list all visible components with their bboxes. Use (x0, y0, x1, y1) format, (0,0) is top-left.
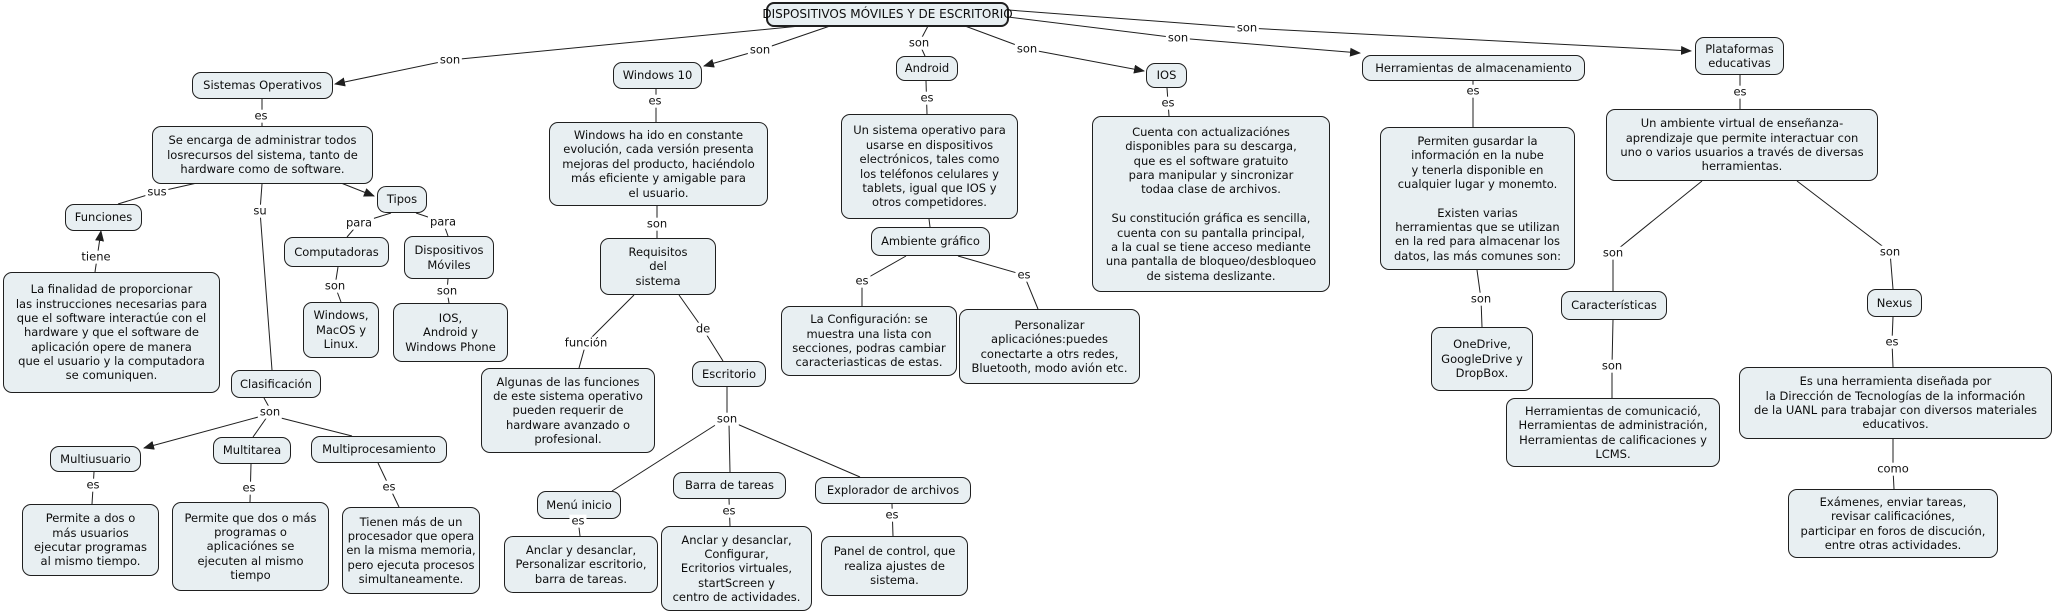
edge-label-son[interactable]: son (644, 216, 670, 231)
edge-label-son[interactable]: son (434, 283, 460, 298)
node-ambiente-grafico[interactable]: Ambiente gráfico (871, 227, 990, 256)
node-nexus[interactable]: Nexus (1867, 289, 1922, 317)
edge-label-es[interactable]: es (646, 93, 664, 108)
edge-label-es[interactable]: es (1883, 334, 1901, 349)
edge-label-es[interactable]: es (1015, 267, 1033, 282)
node-ios-desc[interactable]: Cuenta con actualizaciónes disponibles p… (1092, 116, 1330, 292)
edge-label-es[interactable]: es (918, 90, 936, 105)
node-explorador-de-archivos[interactable]: Explorador de archivos (815, 477, 971, 504)
edge-line (276, 416, 353, 437)
node-windows-10-desc[interactable]: Windows ha ido en constante evolución, c… (549, 122, 768, 206)
edge-label-para[interactable]: para (343, 215, 375, 230)
edge-label-son[interactable]: son (1599, 358, 1625, 373)
node-ios[interactable]: IOS (1146, 63, 1187, 88)
node-caracteristicas-desc[interactable]: Herramientas de comunicació, Herramienta… (1506, 398, 1720, 467)
node-plataformas-educativas[interactable]: Plataformas educativas (1695, 37, 1784, 75)
node-barra-de-tareas[interactable]: Barra de tareas (673, 472, 786, 499)
node-sistemas-operativos[interactable]: Sistemas Operativos (192, 72, 333, 99)
edge-label-es[interactable]: es (1159, 95, 1177, 110)
node-dispositivos-moviles[interactable]: Dispositivos Móviles (404, 236, 494, 279)
edge-label-son[interactable]: son (747, 42, 773, 57)
node-barra-de-tareas-desc[interactable]: Anclar y desanclar, Configurar, Ecritori… (661, 526, 812, 611)
edge-label-es[interactable]: es (853, 273, 871, 288)
edge-line (263, 397, 270, 408)
node-dispositivos-moviles-son[interactable]: IOS, Android y Windows Phone (393, 303, 508, 362)
edge-line (578, 294, 635, 369)
edge-line (736, 423, 861, 478)
node-personalizar-desc[interactable]: Personalizar aplicaciónes:puedes conecta… (959, 309, 1140, 384)
node-menu-inicio[interactable]: Menú inicio (537, 491, 621, 519)
edge-line (143, 415, 263, 450)
node-title[interactable]: DISPOSITIVOS MÓVILES Y DE ESCRITORIO (762, 2, 1013, 27)
edge-line (1612, 180, 1703, 291)
node-nexus-desc[interactable]: Es una herramienta diseñada por la Direc… (1739, 367, 2052, 439)
edge-label-es[interactable]: es (569, 513, 587, 528)
edge-label-son[interactable]: son (1165, 30, 1191, 45)
node-computadoras[interactable]: Computadoras (284, 237, 389, 267)
edge-label-tiene[interactable]: tiene (79, 249, 113, 264)
edge-line (252, 416, 268, 438)
edge-label-son[interactable]: son (437, 52, 463, 67)
node-onedrive-googledrive-dropbox[interactable]: OneDrive, GoogleDrive y DropBox. (1431, 327, 1533, 391)
node-configuracion-desc[interactable]: La Configuración: se muestra una lista c… (781, 306, 957, 376)
edge-label-es[interactable]: es (252, 108, 270, 123)
node-plataformas-desc[interactable]: Un ambiente virtual de enseñanza- aprend… (1606, 109, 1878, 181)
edge-label-sus[interactable]: sus (145, 184, 169, 199)
node-sistemas-operativos-desc[interactable]: Se encarga de administrar todos losrecur… (152, 126, 373, 184)
node-funciones[interactable]: Funciones (65, 204, 142, 231)
edge-line (340, 182, 375, 197)
node-herramientas-desc[interactable]: Permiten gusardar la información en la n… (1380, 127, 1575, 270)
edge-line (957, 255, 1039, 310)
edge-line (728, 423, 731, 473)
edge-label-su[interactable]: su (251, 203, 269, 218)
node-computadoras-son[interactable]: Windows, MacOS y Linux. (303, 302, 379, 358)
node-multitarea-desc[interactable]: Permite que dos o más programas o aplica… (172, 502, 329, 591)
edge-line (1007, 9, 1692, 55)
node-menu-inicio-desc[interactable]: Anclar y desanclar, Personalizar escrito… (504, 536, 658, 593)
node-multiusuario-desc[interactable]: Permite a dos o más usuarios ejecutar pr… (22, 504, 159, 576)
edge-label-es[interactable]: es (240, 480, 258, 495)
edge-label-son[interactable]: son (1600, 245, 1626, 260)
edge-label-es[interactable]: es (380, 479, 398, 494)
edge-label-es[interactable]: es (1464, 83, 1482, 98)
edge-label-es[interactable]: es (883, 507, 901, 522)
edge-label-son[interactable]: son (1234, 20, 1260, 35)
node-multiprocesamiento-desc[interactable]: Tienen más de un procesador que opera en… (342, 507, 480, 594)
edge-label-son[interactable]: son (714, 411, 740, 426)
node-android-desc[interactable]: Un sistema operativo para usarse en disp… (841, 114, 1018, 219)
edge-label-son[interactable]: son (906, 35, 932, 50)
edge-label-de[interactable]: de (693, 321, 713, 336)
node-caracteristicas[interactable]: Características (1561, 291, 1667, 320)
node-requisitos-funcion-desc[interactable]: Algunas de las funciones de este sistema… (481, 368, 655, 453)
edge-line (1796, 180, 1894, 290)
edge-label-son[interactable]: son (1014, 41, 1040, 56)
edge-line (928, 218, 931, 228)
node-tipos[interactable]: Tipos (377, 186, 427, 213)
edge-label-son[interactable]: son (322, 278, 348, 293)
node-android[interactable]: Android (896, 56, 958, 81)
edge-label-función[interactable]: función (562, 335, 610, 350)
edge-line (964, 25, 1145, 74)
edge-label-son[interactable]: son (1877, 244, 1903, 259)
node-explorador-desc[interactable]: Panel de control, que realiza ajustes de… (821, 536, 968, 596)
edge-label-para[interactable]: para (427, 214, 459, 229)
node-herramientas-almacenamiento[interactable]: Herramientas de almacenamiento (1362, 55, 1585, 81)
edge-label-es[interactable]: es (1731, 84, 1749, 99)
node-multitarea[interactable]: Multitarea (213, 437, 291, 464)
node-requisitos-del-sistema[interactable]: Requisitos del sistema (600, 238, 716, 295)
edge-line (611, 423, 718, 492)
node-nexus-como-desc[interactable]: Exámenes, enviar tareas, revisar calific… (1788, 489, 1998, 558)
edge-label-son[interactable]: son (257, 404, 283, 419)
node-funciones-desc[interactable]: La finalidad de proporcionar las instruc… (3, 272, 220, 393)
node-multiprocesamiento[interactable]: Multiprocesamiento (311, 436, 447, 463)
node-escritorio[interactable]: Escritorio (692, 361, 766, 387)
node-clasificacion[interactable]: Clasificación (231, 370, 321, 398)
edge-label-es[interactable]: es (84, 477, 102, 492)
edge-line (334, 25, 801, 87)
node-windows-10[interactable]: Windows 10 (613, 62, 702, 89)
edge-label-como[interactable]: como (1875, 461, 1911, 476)
edge-label-son[interactable]: son (1468, 291, 1494, 306)
edge-label-es[interactable]: es (720, 503, 738, 518)
node-multiusuario[interactable]: Multiusuario (50, 446, 141, 472)
